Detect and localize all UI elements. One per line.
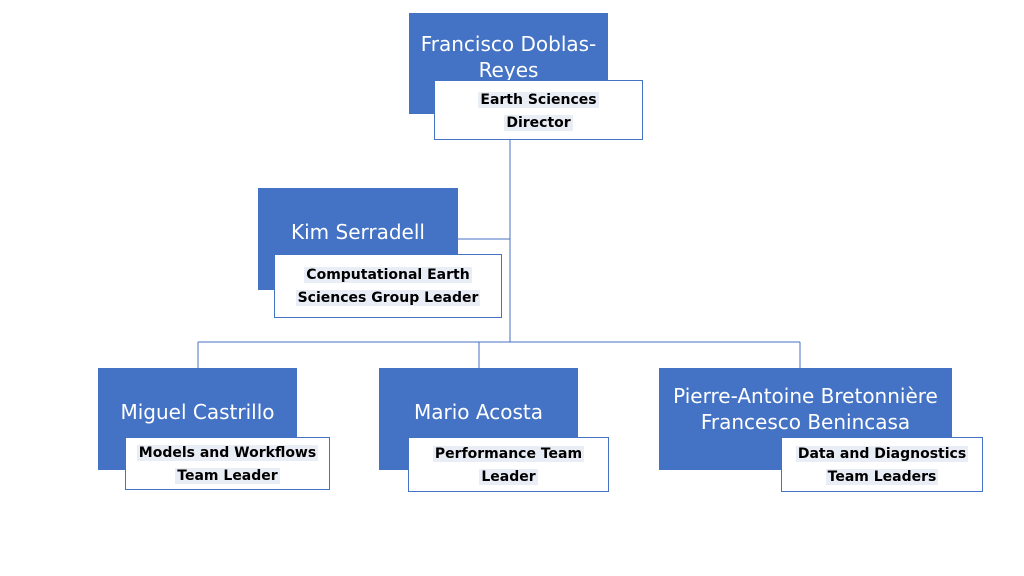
team-leader-2-role-box: Performance Team Leader <box>408 437 609 492</box>
director-name-line-2: Reyes <box>478 58 539 82</box>
team-leader-3-name-line-1: Pierre-Antoine Bretonnière <box>673 384 938 408</box>
team-leader-3-name-line-2: Francesco Benincasa <box>700 410 911 434</box>
team-leader-1-role-box: Models and Workflows Team Leader <box>125 437 330 490</box>
team-leader-1-role-line-2: Team Leader <box>175 468 280 484</box>
team-leader-2-role-line-2: Leader <box>479 469 538 485</box>
team-leader-3-role-box: Data and Diagnostics Team Leaders <box>781 437 983 492</box>
team-leader-3-role-line-1: Data and Diagnostics <box>795 446 969 462</box>
director-role-line-2: Director <box>504 115 573 131</box>
team-leader-2-role-line-1: Performance Team <box>432 446 585 462</box>
team-leader-3-role-line-2: Team Leaders <box>825 469 939 485</box>
team-leader-1-name: Miguel Castrillo <box>120 400 275 424</box>
director-role-box: Earth Sciences Director <box>434 80 643 140</box>
team-leader-1-role-line-1: Models and Workflows <box>136 445 319 461</box>
group-leader-role-line-2: Sciences Group Leader <box>295 290 481 306</box>
director-role-line-1: Earth Sciences <box>478 92 599 108</box>
team-leader-2-name: Mario Acosta <box>414 400 543 424</box>
director-name-line-1: Francisco Doblas- <box>420 32 597 56</box>
group-leader-role-line-1: Computational Earth <box>304 267 472 283</box>
group-leader-role-box: Computational Earth Sciences Group Leade… <box>274 254 502 318</box>
group-leader-name: Kim Serradell <box>291 220 425 244</box>
